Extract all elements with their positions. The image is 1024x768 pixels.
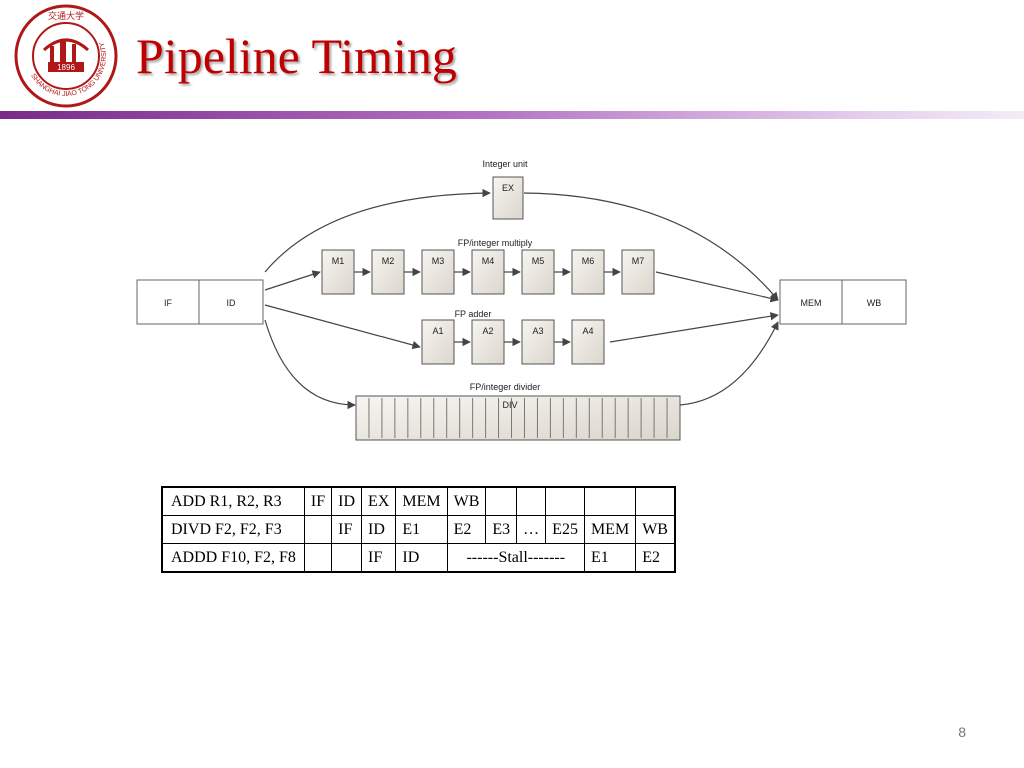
svg-text:DIV: DIV [502, 400, 517, 410]
page-number: 8 [958, 724, 966, 740]
stage-cell: IF [331, 515, 363, 544]
multiply-stage-2: M2 [371, 249, 405, 295]
stage-cell: ------Stall------- [446, 543, 585, 573]
integer-unit-label: Integer unit [482, 159, 528, 169]
logo-year: 1896 [57, 63, 75, 72]
stage-cell [583, 486, 637, 516]
adder-label: FP adder [455, 309, 492, 319]
instruction-cell: ADDD F10, F2, F8 [161, 543, 305, 573]
stage-cell: … [516, 515, 547, 544]
svg-text:M6: M6 [582, 256, 595, 266]
stage-cell: IF [361, 543, 397, 573]
stage-cell: MEM [583, 515, 637, 544]
stage-cell [303, 515, 333, 544]
divider-stage: DIV [355, 395, 681, 441]
stage-cell [303, 543, 333, 573]
svg-text:M1: M1 [332, 256, 345, 266]
stage-cell: WB [635, 515, 676, 544]
front-stages: IF ID [136, 279, 264, 325]
stage-cell: E1 [395, 515, 448, 544]
stage-cell [516, 486, 547, 516]
mem-stage-label: MEM [801, 298, 822, 308]
svg-text:M5: M5 [532, 256, 545, 266]
svg-text:M3: M3 [432, 256, 445, 266]
multiply-stage-1: M1 [321, 249, 355, 295]
multiply-stage-6: M6 [571, 249, 605, 295]
integer-ex-stage: EX [492, 176, 524, 220]
svg-text:M2: M2 [382, 256, 395, 266]
stage-cell [331, 543, 363, 573]
svg-text:A1: A1 [432, 326, 443, 336]
stage-cell: ID [331, 486, 363, 516]
id-stage-label: ID [227, 298, 237, 308]
logo-characters: 交通大学 [48, 10, 84, 22]
svg-text:A2: A2 [482, 326, 493, 336]
divider-label: FP/integer divider [470, 382, 541, 392]
slide-title: Pipeline Timing [136, 28, 457, 84]
stage-cell [545, 486, 585, 516]
stage-cell: ID [395, 543, 448, 573]
svg-text:M7: M7 [632, 256, 645, 266]
adder-stage-4: A4 [571, 319, 605, 365]
stage-cell: E3 [485, 515, 518, 544]
back-stages: MEM WB [779, 279, 907, 325]
multiply-stage-4: M4 [471, 249, 505, 295]
svg-text:EX: EX [502, 183, 514, 193]
university-logo-icon: SHANGHAI JIAO TONG UNIVERSITY 1896 交通大学 [14, 4, 118, 108]
svg-text:A3: A3 [532, 326, 543, 336]
stage-cell: ID [361, 515, 397, 544]
if-stage-label: IF [164, 298, 173, 308]
stage-cell: E2 [446, 515, 487, 544]
stage-cell: E1 [583, 543, 637, 573]
adder-stage-3: A3 [521, 319, 555, 365]
stage-cell: WB [446, 486, 487, 516]
pipeline-diagram: Integer unit FP/integer multiply FP adde… [136, 159, 907, 441]
instruction-cell: DIVD F2, F2, F3 [161, 515, 305, 544]
stage-cell [635, 486, 676, 516]
wb-stage-label: WB [867, 298, 882, 308]
stage-cell: MEM [395, 486, 448, 516]
stage-cell: EX [361, 486, 397, 516]
multiply-stage-5: M5 [521, 249, 555, 295]
instruction-cell: ADD R1, R2, R3 [161, 486, 305, 516]
stage-cell: E25 [545, 515, 585, 544]
multiply-stage-3: M3 [421, 249, 455, 295]
stage-cell: E2 [635, 543, 676, 573]
adder-stage-2: A2 [471, 319, 505, 365]
stage-cell [485, 486, 518, 516]
stage-cell: IF [303, 486, 333, 516]
svg-text:A4: A4 [582, 326, 593, 336]
svg-text:M4: M4 [482, 256, 495, 266]
multiply-label: FP/integer multiply [458, 238, 533, 248]
title-divider [0, 111, 1024, 119]
adder-stage-1: A1 [421, 319, 455, 365]
logo-emblem: 1896 [42, 38, 90, 72]
multiply-stage-7: M7 [621, 249, 655, 295]
